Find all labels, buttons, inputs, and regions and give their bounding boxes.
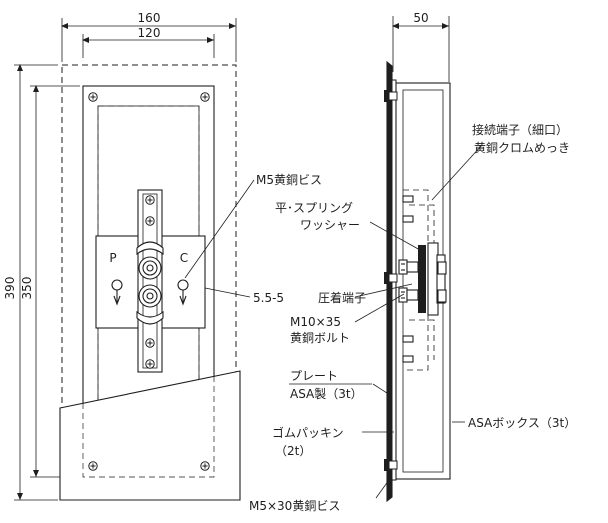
dimension-height-outer: 390 [3, 64, 58, 501]
dimension-120-label: 120 [138, 26, 161, 40]
terminal-c-icon [177, 279, 189, 306]
clamp-bottom [136, 310, 164, 325]
m5-screw-icon [145, 359, 155, 369]
annotations: M5黄銅ビス 平･スプリング ワッシャー 5.5-5 圧着端子 M10×35 黄… [249, 122, 576, 513]
label-packing-line1: ゴムパッキン [272, 425, 344, 440]
m5-screw-icon [145, 195, 155, 205]
leader-washer [369, 221, 421, 251]
dimension-width-outer: 160 [61, 11, 237, 62]
dimension-height-inner: 350 [20, 85, 80, 478]
leader-crimp [204, 287, 251, 298]
label-m5-brass-screw: M5黄銅ビス [256, 173, 322, 187]
leader-plate [372, 383, 391, 396]
side-view: 50 [354, 11, 483, 503]
m5-screw-icon [145, 216, 155, 226]
label-washer-line2: ワッシャー [300, 218, 360, 232]
label-crimp-terminal: 圧着端子 [318, 290, 366, 305]
dimension-depth: 50 [392, 11, 450, 82]
label-plate-line1: プレート [290, 369, 338, 383]
leader-m5-screw [184, 179, 255, 279]
clamp-top [136, 241, 164, 256]
m5-screw-side-icon [402, 195, 414, 363]
leader-m5x30 [375, 479, 390, 499]
label-crimp-size: 5.5-5 [253, 291, 284, 305]
dimension-350-label: 350 [20, 277, 34, 300]
side-screw-icon [384, 459, 398, 471]
m10-bolt-icon [138, 256, 162, 280]
leader-crimp-side [354, 283, 413, 298]
front-view: 160 120 390 350 [3, 11, 255, 501]
label-packing-line2: （2t） [275, 444, 311, 458]
label-connection-line2: 黄銅クロムめっき [474, 141, 570, 155]
label-m10-line1: M10×35 [290, 315, 341, 329]
label-asa-box: ASAボックス（3t） [468, 416, 576, 430]
washer [418, 245, 426, 313]
corner-screw-icon [200, 92, 210, 102]
terminal-c-label: C [180, 251, 188, 265]
m10-bolt-icon [138, 284, 162, 308]
label-washer-line1: 平･スプリング [275, 201, 353, 215]
terminal-p-label: P [109, 251, 116, 265]
side-screw-icon [384, 272, 398, 284]
label-plate-line2: ASA製（3t） [290, 387, 363, 401]
label-connection-line1: 接続端子（細口） [472, 122, 568, 137]
dimension-160-label: 160 [138, 11, 161, 25]
dimension-390-label: 390 [3, 277, 17, 300]
side-screw-icon [384, 90, 398, 102]
label-m10-line2: 黄銅ボルト [290, 331, 350, 345]
label-m5x30-screw: M5×30黄銅ビス [249, 499, 340, 513]
lower-plate [59, 370, 241, 501]
dimension-50-label: 50 [413, 11, 428, 25]
leader-bolt [354, 293, 405, 323]
dimension-width-inner: 120 [82, 26, 215, 58]
m10-bolt-side-icon [398, 259, 419, 275]
m5-screw-icon [145, 338, 155, 348]
terminal-p-icon [111, 279, 123, 306]
corner-screw-icon [88, 92, 98, 102]
leader-connection-terminal [431, 144, 483, 201]
